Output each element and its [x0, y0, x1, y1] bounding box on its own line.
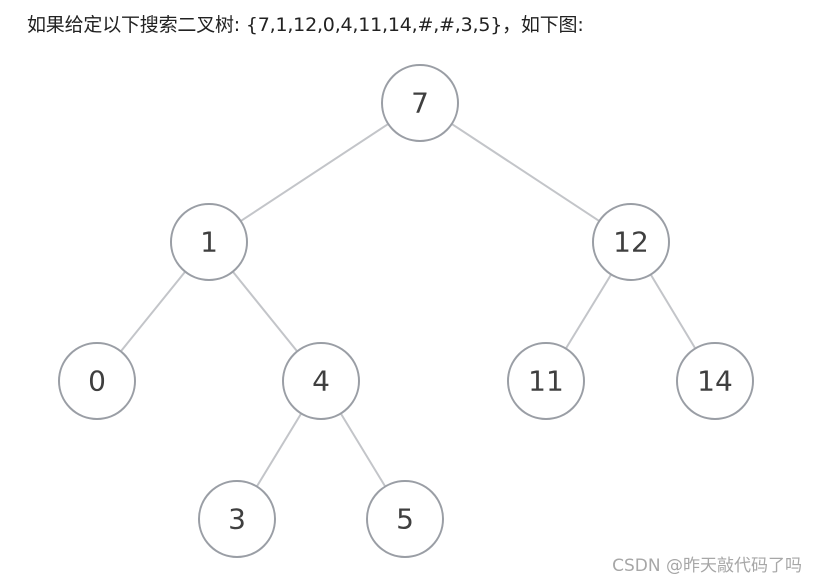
node-circle [507, 342, 585, 420]
tree-node-14: 14 [676, 342, 754, 420]
edge-4-3 [255, 412, 303, 488]
node-circle [381, 64, 459, 142]
node-circle [58, 342, 136, 420]
tree-edges [120, 123, 697, 488]
tree-node-7: 7 [381, 64, 459, 142]
edge-12-11 [564, 273, 613, 350]
edge-4-5 [339, 412, 387, 488]
node-label: 3 [228, 503, 246, 536]
tree-node-0: 0 [58, 342, 136, 420]
tree-node-3: 3 [198, 480, 276, 558]
node-label: 11 [528, 365, 564, 398]
node-label: 7 [411, 87, 429, 120]
tree-node-1: 1 [170, 203, 248, 281]
node-label: 4 [312, 365, 330, 398]
tree-nodes: 7 1 12 0 4 11 14 3 5 [58, 64, 754, 558]
node-circle [282, 342, 360, 420]
node-label: 0 [88, 365, 106, 398]
edge-7-1 [240, 123, 389, 222]
node-circle [198, 480, 276, 558]
edge-1-0 [120, 270, 186, 353]
node-label: 1 [200, 226, 218, 259]
tree-node-11: 11 [507, 342, 585, 420]
edge-7-12 [451, 123, 600, 222]
description-text: 如果给定以下搜索二叉树: {7,1,12,0,4,11,14,#,#,3,5}，… [27, 14, 584, 36]
node-label: 5 [396, 503, 414, 536]
node-circle [366, 480, 444, 558]
watermark: CSDN @昨天敲代码了吗 [612, 556, 802, 576]
tree-node-4: 4 [282, 342, 360, 420]
edge-1-4 [232, 270, 298, 353]
tree-node-5: 5 [366, 480, 444, 558]
tree-node-12: 12 [592, 203, 670, 281]
node-circle [592, 203, 670, 281]
node-label: 12 [613, 226, 649, 259]
edge-12-14 [649, 273, 697, 350]
node-circle [170, 203, 248, 281]
node-label: 14 [697, 365, 733, 398]
node-circle [676, 342, 754, 420]
